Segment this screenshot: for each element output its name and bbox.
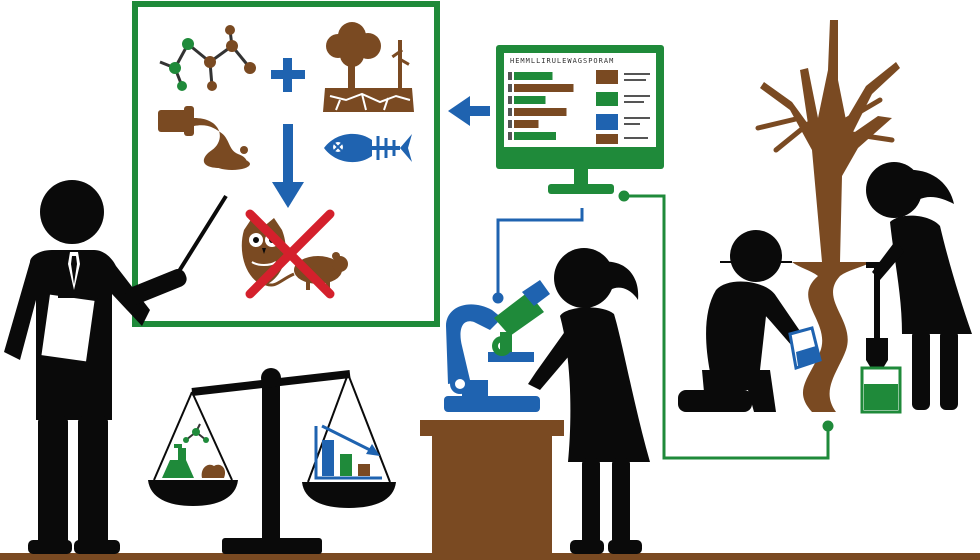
chart-icon-trend-arrow (366, 444, 380, 456)
monitor-row-marker (508, 72, 512, 80)
molecule-icon (159, 25, 256, 91)
monitor-row-marker (508, 96, 512, 104)
chart-icon-bar (358, 464, 370, 476)
connector-lines (618, 190, 834, 460)
rat-icon (265, 252, 348, 290)
chart-icon-trend-line (321, 424, 375, 454)
monitor-header-text: HEMMLLIRULEWAGSPORAM (510, 57, 614, 65)
fish-skeleton-icon (324, 133, 412, 163)
beaker-icon (788, 326, 822, 370)
monitor-row-bar (514, 108, 567, 116)
plus-icon (271, 58, 305, 92)
kneeling-scientist-figure (678, 230, 808, 412)
presentation-board (132, 1, 440, 327)
spill-icon (158, 106, 250, 170)
monitor-row-bar (514, 132, 556, 140)
balance-scale-icon (148, 368, 396, 554)
monitor-icon: HEMMLLIRULEWAGSPORAM (496, 45, 664, 194)
monitor-row-marker (508, 120, 512, 128)
monitor-data-rows (508, 72, 574, 140)
monitor-row-bar (514, 120, 539, 128)
bare-tree-icon (720, 20, 900, 412)
microscope-scientist-figure (528, 248, 650, 554)
presenter-figure (4, 180, 228, 554)
dead-tree-icon (323, 22, 414, 112)
chart-icon-bar (340, 454, 352, 476)
monitor-row-marker (508, 84, 512, 92)
monitor-row-bar (514, 72, 553, 80)
monitor-row-bar (514, 84, 574, 92)
soil-sample-beaker-icon (860, 366, 902, 414)
monitor-row-marker (508, 108, 512, 116)
cross-icon (245, 209, 335, 299)
ground-line (0, 553, 980, 560)
monitor-row-marker (508, 132, 512, 140)
lab-desk (420, 420, 564, 554)
declining-chart-icon (314, 424, 382, 480)
microscope-icon (444, 280, 550, 412)
shovel-icon (866, 262, 888, 378)
left-arrow-icon (448, 96, 490, 126)
chart-icon-bar (322, 440, 334, 476)
down-arrow-icon (272, 124, 304, 208)
monitor-row-bar (514, 96, 546, 104)
